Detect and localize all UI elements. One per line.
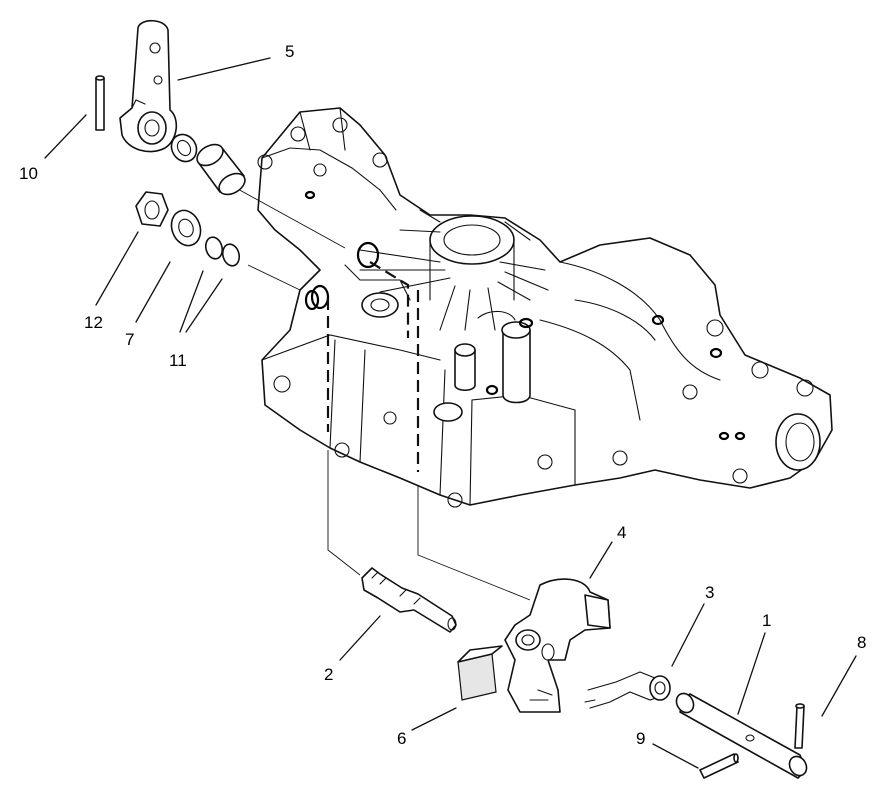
assembly-guide-lines: [235, 187, 531, 601]
leader-9: [652, 743, 699, 769]
callout-11: 11: [169, 351, 187, 370]
o-rings-part-11: [204, 236, 241, 267]
roll-pin-part-9: [699, 753, 739, 779]
lever-part-4: [504, 578, 611, 713]
transmission-housing: [257, 107, 833, 508]
callout-2: 2: [324, 665, 333, 684]
leader-1: [737, 632, 766, 715]
leader-3: [671, 603, 705, 667]
callout-5: 5: [285, 42, 294, 61]
leader-12: [95, 231, 139, 306]
leader-11a: [179, 270, 204, 333]
callout-7: 7: [125, 330, 134, 349]
pin-part-1: [675, 692, 808, 779]
leader-6: [411, 707, 457, 731]
leader-4: [589, 541, 613, 579]
leader-8: [821, 655, 857, 717]
callout-12: 12: [84, 313, 103, 332]
roll-pin-part-10: [95, 75, 105, 131]
callout-3: 3: [705, 583, 714, 602]
leader-11b: [185, 278, 223, 333]
leader-lines: [44, 57, 857, 769]
nut-part-12: [135, 191, 169, 227]
washer-part-7: [170, 209, 202, 247]
shaft-part-2: [361, 567, 457, 633]
callout-labels: 5 10 12 7 11 2 6 4 3 1 8 9: [19, 42, 866, 748]
leader-2: [339, 615, 381, 661]
seal-ring: [170, 133, 198, 163]
callout-1: 1: [762, 611, 771, 630]
callout-10: 10: [19, 164, 38, 183]
bushing: [196, 143, 246, 196]
leader-10: [44, 114, 87, 159]
spring-clip-part-3: [584, 671, 671, 709]
block-part-6: [457, 645, 503, 701]
leader-7: [135, 261, 171, 323]
roll-pin-part-8: [794, 703, 805, 749]
callout-4: 4: [617, 523, 626, 542]
control-arm-part-5: [119, 19, 178, 153]
callout-6: 6: [397, 729, 406, 748]
callout-9: 9: [636, 729, 645, 748]
callout-8: 8: [857, 633, 866, 652]
leader-5: [177, 57, 271, 81]
